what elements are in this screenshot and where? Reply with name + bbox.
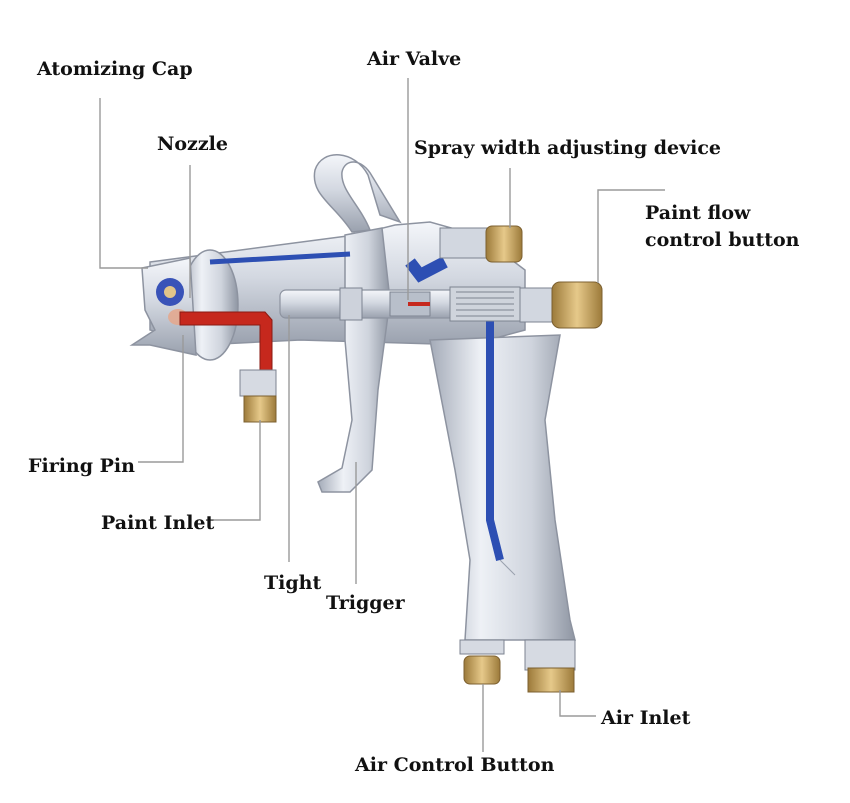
spray-width-knob bbox=[439, 227, 489, 259]
label-paint-inlet: Paint Inlet bbox=[101, 512, 215, 534]
paint-inlet-fitting bbox=[239, 369, 277, 397]
label-spray-width: Spray width adjusting device bbox=[414, 137, 722, 159]
leader-firing-pin bbox=[138, 335, 184, 463]
air-channel-top bbox=[209, 251, 351, 265]
label-air-control: Air Control Button bbox=[355, 754, 555, 776]
label-air-valve: Air Valve bbox=[367, 48, 462, 70]
gun-hook bbox=[313, 154, 402, 233]
gun-handle bbox=[429, 334, 576, 641]
leader-atomizing-cap bbox=[99, 98, 148, 269]
label-air-inlet: Air Inlet bbox=[601, 707, 691, 729]
air-control-knob bbox=[459, 639, 505, 655]
label-atomizing-cap: Atomizing Cap bbox=[37, 58, 193, 80]
atomizing-cap-shape bbox=[129, 257, 197, 356]
label-nozzle: Nozzle bbox=[157, 133, 228, 155]
label-firing-pin: Firing Pin bbox=[28, 455, 135, 477]
label-paint-flow-line1: Paint flow bbox=[645, 202, 751, 224]
air-inlet-fitting bbox=[524, 639, 576, 671]
air-channel-handle bbox=[486, 310, 504, 561]
paint-flow-knob bbox=[551, 281, 603, 329]
air-channel-valve bbox=[405, 256, 448, 283]
leader-paint-flow bbox=[597, 189, 665, 283]
label-tight: Tight bbox=[264, 572, 322, 594]
leader-paint-inlet bbox=[213, 420, 261, 521]
leader-air-inlet bbox=[559, 690, 596, 717]
label-trigger: Trigger bbox=[326, 592, 405, 614]
label-paint-flow-line2: control button bbox=[645, 229, 800, 251]
